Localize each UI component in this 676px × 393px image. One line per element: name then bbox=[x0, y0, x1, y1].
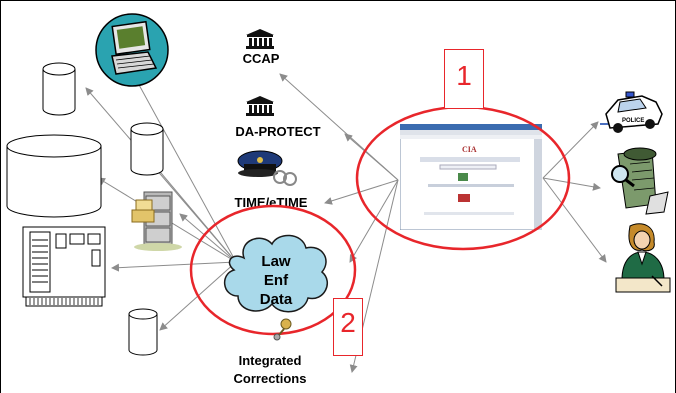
lawyer-icon bbox=[615, 223, 671, 293]
database-icon bbox=[130, 122, 164, 176]
arrow-to-monitor bbox=[131, 71, 237, 263]
arrow-to-detective bbox=[542, 177, 601, 191]
highlight-ellipse-2 bbox=[189, 204, 357, 336]
arrow-to-time bbox=[324, 179, 399, 205]
computer-icon bbox=[95, 13, 169, 87]
database-icon bbox=[6, 134, 102, 218]
detective-icon bbox=[611, 147, 669, 215]
database-icon bbox=[128, 308, 158, 356]
integrated-corrections-line2: Corrections bbox=[233, 371, 307, 386]
arrow-to-lawyer bbox=[542, 177, 607, 263]
app-connectors bbox=[279, 73, 607, 373]
courthouse-icon bbox=[246, 96, 274, 116]
courthouse-icon bbox=[246, 29, 274, 49]
web-app-screenshot: CIA bbox=[400, 124, 542, 230]
arrow-to-da-protect bbox=[344, 133, 399, 181]
callout-2: 2 bbox=[333, 298, 363, 356]
arrow-to-server bbox=[111, 261, 237, 272]
integrated-corrections-label: Integrated Corrections bbox=[205, 352, 335, 388]
svg-text:POLICE: POLICE bbox=[622, 118, 644, 124]
cloud-label-line1: Law bbox=[261, 253, 291, 270]
svg-text:CIA: CIA bbox=[462, 145, 477, 154]
police-car-icon: POLICE bbox=[600, 91, 663, 133]
ccap-label: CCAP bbox=[242, 51, 280, 66]
arrow-to-cabinet bbox=[179, 213, 237, 263]
cloud-label-line3: Data bbox=[259, 291, 293, 308]
arrow-to-police bbox=[542, 121, 599, 179]
arrow-to-cloud bbox=[349, 179, 399, 263]
cloud-label: Law Enf Data bbox=[250, 252, 302, 309]
law-enf-data-cloud bbox=[224, 234, 328, 313]
police-cap-icon bbox=[237, 150, 297, 186]
filing-cabinet-icon bbox=[131, 191, 182, 251]
handcuffs-icon bbox=[273, 318, 292, 341]
integrated-corrections-line1: Integrated bbox=[238, 353, 302, 368]
callout-1: 1 bbox=[444, 49, 484, 109]
server-icon bbox=[22, 226, 106, 307]
database-icon bbox=[42, 62, 76, 116]
da-protect-label: DA-PROTECT bbox=[235, 124, 321, 139]
cloud-label-line2: Enf bbox=[263, 272, 289, 289]
highlight-ellipse-1 bbox=[355, 105, 571, 251]
